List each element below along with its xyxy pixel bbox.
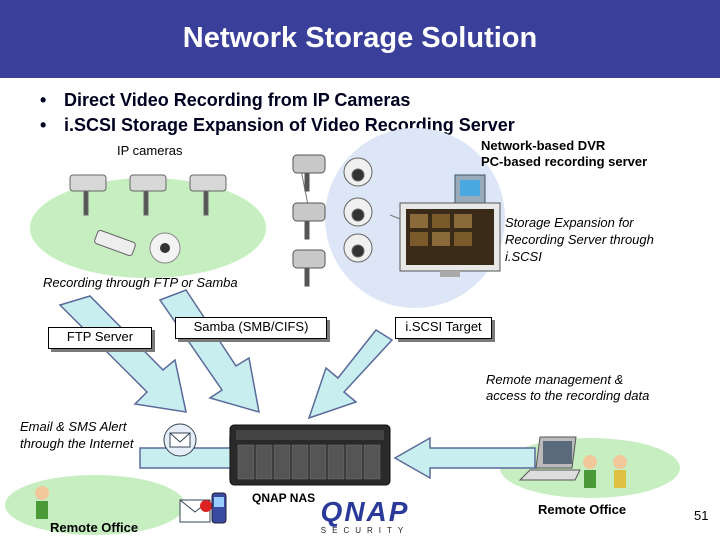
ftp-arrow — [58, 295, 187, 413]
person-icon — [35, 486, 49, 519]
email-icon — [179, 499, 212, 523]
phone-icon — [211, 492, 227, 524]
page-title: Network Storage Solution — [182, 22, 538, 54]
ip-cameras-label: IP cameras — [117, 143, 183, 158]
storage-label-3: i.SCSI — [505, 249, 542, 264]
computer-icon — [454, 174, 486, 208]
person-icon — [583, 455, 627, 488]
storage-label-2: Recording Server through — [505, 232, 654, 247]
ip-camera-icon — [69, 174, 227, 216]
dome-camera-icon — [343, 157, 373, 263]
remote-office-right-label: Remote Office — [538, 502, 627, 517]
remote-mgmt-label-1: Remote management & — [486, 372, 624, 387]
iscsi-arrow — [307, 329, 394, 420]
email-alert-label-2: through the Internet — [20, 436, 134, 451]
email-alert-label-1: Email & SMS Alert — [20, 419, 127, 434]
logo-text: QNAP — [320, 496, 410, 527]
ip-camera-icon — [292, 154, 326, 287]
qnap-nas-label: QNAP NAS — [252, 491, 316, 505]
dvr-label-1: Network-based DVR — [481, 138, 606, 153]
remote-arrow — [393, 436, 536, 480]
nas-device-icon — [229, 424, 391, 486]
dvr-label-2: PC-based recording server — [481, 154, 648, 169]
recording-ftp-label: Recording through FTP or Samba — [43, 275, 238, 290]
storage-label-1: Storage Expansion for — [505, 215, 634, 230]
qnap-logo: QNAP SECURITY — [312, 498, 418, 536]
dome-camera-icon — [149, 232, 181, 264]
laptop-icon — [518, 436, 581, 481]
monitor-icon — [399, 202, 501, 277]
iscsi-target-box: i.SCSI Target — [395, 317, 492, 339]
remote-office-left-label: Remote Office — [50, 520, 139, 535]
bullet-1: •Direct Video Recording from IP Cameras — [40, 90, 411, 110]
samba-box: Samba (SMB/CIFS) — [175, 317, 327, 339]
remote-mgmt-label-2: access to the recording data — [486, 388, 650, 403]
title-bar: Network Storage Solution — [0, 0, 720, 78]
email-icon — [163, 423, 197, 457]
remote-office-left-area — [5, 475, 185, 535]
logo-subtext: SECURITY — [320, 526, 410, 535]
ip-camera-icon — [94, 229, 136, 257]
page-number: 51 — [694, 508, 709, 523]
ftp-server-box: FTP Server — [48, 327, 152, 349]
